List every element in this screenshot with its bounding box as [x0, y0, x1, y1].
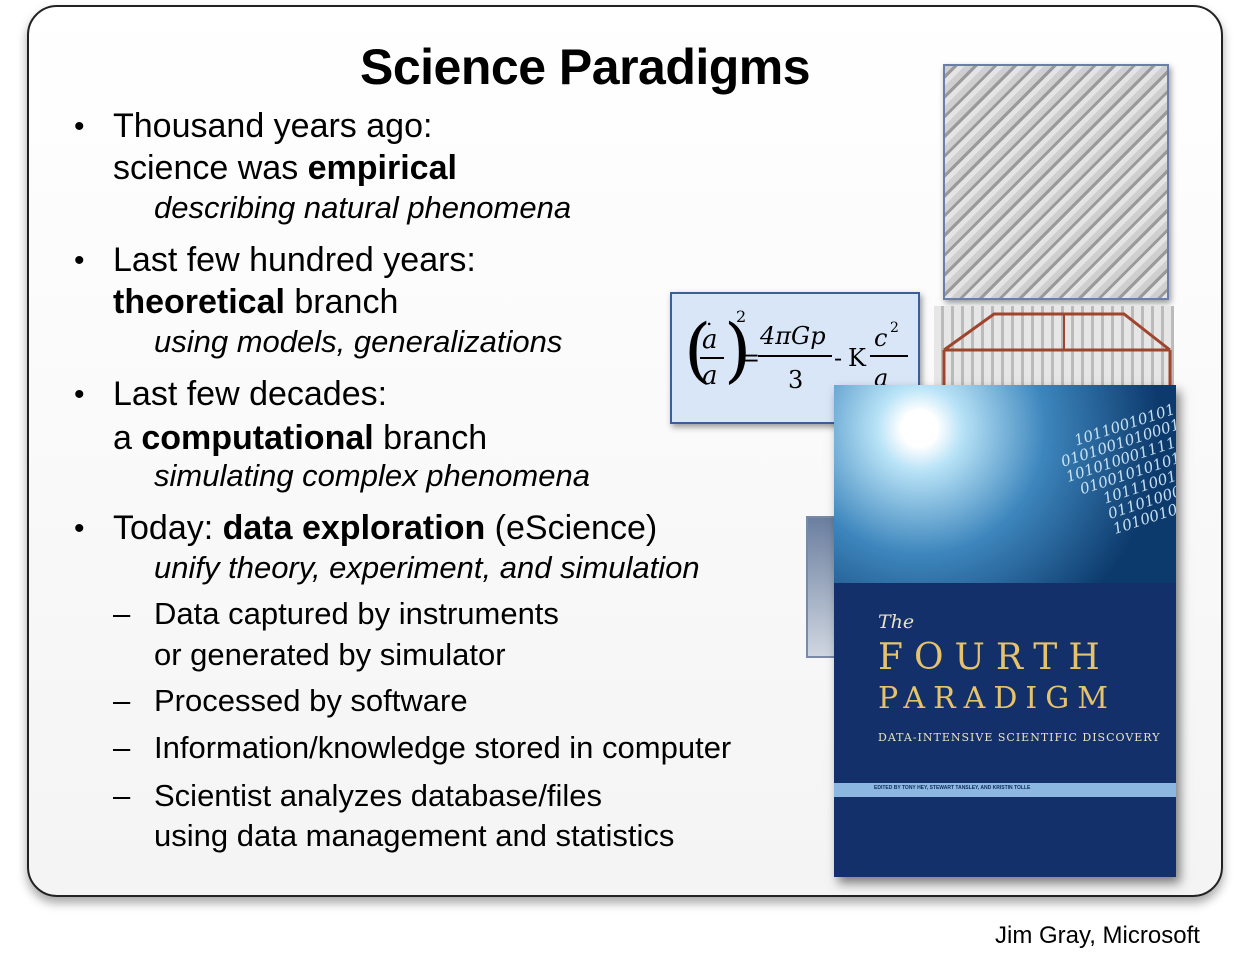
bullet-2-sub: using models, generalizations — [154, 324, 563, 359]
equation-graphic: ( a . a ) 2 = 4πGp 3 - K c 2 a — [684, 306, 908, 394]
bullet-3-heading: Last few decades: — [113, 375, 388, 413]
book-binary-text: 10110010101 0101001010001 1010100011110 … — [1058, 400, 1176, 538]
eq-lhs-bottom: a — [702, 361, 718, 391]
eq-dot: . — [706, 306, 712, 330]
dash-marker: – — [113, 596, 131, 631]
book-title-paradigm: PARADIGM — [878, 681, 1116, 716]
bullet-1-sub: describing natural phenomena — [154, 190, 572, 225]
dash-marker: – — [113, 730, 131, 765]
left-paren: ( — [684, 309, 711, 391]
eq-c: c — [874, 324, 887, 352]
book-title-fourth: FOURTH — [878, 637, 1111, 678]
bullet-4-sub: unify theory, experiment, and simulation — [154, 550, 700, 585]
author-credit: Jim Gray, Microsoft — [995, 922, 1200, 949]
eq-numerator: 4πGp — [759, 322, 826, 350]
slide-title: Science Paradigms — [360, 39, 811, 95]
bullet-1-heading: Thousand years ago: — [113, 107, 433, 145]
right-paren: ) — [724, 309, 751, 391]
dash-marker: – — [113, 778, 131, 813]
book-editor-band — [834, 783, 1176, 797]
eq-k: K — [848, 344, 867, 372]
fourth-paradigm-book-cover: 10110010101 0101001010001 1010100011110 … — [834, 385, 1176, 877]
bullet-3-sub: simulating complex phenomena — [154, 458, 590, 493]
friedmann-equation-image: ( a . a ) 2 = 4πGp 3 - K c 2 a — [670, 292, 920, 424]
bullet-marker: • — [74, 244, 85, 277]
subitem-2: Processed by software — [154, 683, 468, 718]
bullet-marker: • — [74, 110, 85, 143]
eq-minus: - — [834, 344, 842, 372]
bullet-marker: • — [74, 512, 85, 545]
book-editors: EDITED BY TONY HEY, STEWART TANSLEY, AND… — [874, 785, 1031, 791]
book-cover-art: 10110010101 0101001010001 1010100011110 … — [834, 385, 1176, 583]
bullet-2-line2: theoretical branch — [113, 283, 399, 321]
dash-marker: – — [113, 683, 131, 718]
bullet-4-heading: Today: data exploration (eScience) — [113, 509, 658, 547]
eq-denominator: 3 — [788, 366, 803, 394]
subitem-4: Scientist analyzes database/files — [154, 778, 603, 813]
cube-wireframe — [942, 312, 1172, 396]
simulation-cube-image — [934, 306, 1174, 396]
bullet-3-line2: a computational branch — [113, 419, 488, 457]
eq-c-exp: 2 — [890, 320, 899, 336]
bullet-marker: • — [74, 378, 85, 411]
eq-equals: = — [740, 344, 760, 372]
book-title-the: The — [878, 611, 915, 633]
subitem-4-cont: using data management and statistics — [154, 818, 675, 853]
bullet-1-line2: science was empirical — [113, 149, 457, 187]
bullet-2-heading: Last few hundred years: — [113, 241, 476, 279]
book-subtitle: DATA-INTENSIVE SCIENTIFIC DISCOVERY — [878, 731, 1161, 744]
eq-lhs-top: a — [702, 325, 718, 355]
telescope-engraving-image — [943, 64, 1169, 300]
subitem-3: Information/knowledge stored in computer — [154, 730, 732, 765]
eq-exponent: 2 — [736, 307, 746, 326]
subitem-1-cont: or generated by simulator — [154, 637, 506, 672]
subitem-1: Data captured by instruments — [154, 596, 559, 631]
